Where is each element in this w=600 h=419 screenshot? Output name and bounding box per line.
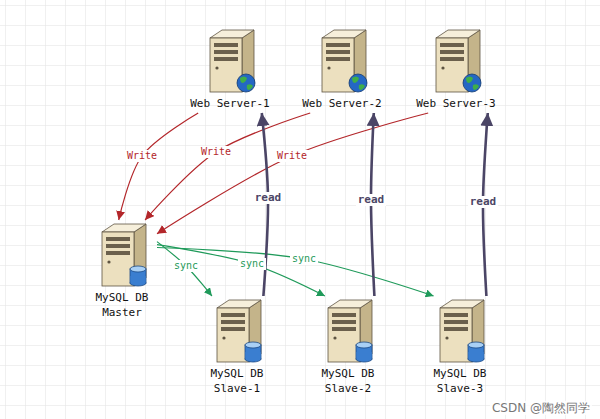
server-top bbox=[328, 300, 372, 308]
server-front bbox=[217, 308, 249, 362]
drive-slot bbox=[444, 320, 468, 324]
server-icon bbox=[209, 298, 265, 364]
db-cylinder-top bbox=[245, 342, 261, 348]
drive-slot bbox=[332, 327, 356, 331]
power-button bbox=[333, 336, 336, 339]
sync-label: sync bbox=[290, 253, 318, 265]
globe bbox=[237, 74, 255, 92]
drive-slot bbox=[326, 50, 350, 54]
drive-slot bbox=[221, 327, 245, 331]
sync-label: sync bbox=[238, 258, 266, 270]
globe bbox=[349, 74, 367, 92]
write-arrow bbox=[145, 113, 310, 220]
drive-slot bbox=[214, 50, 238, 54]
db-cylinder-fill bbox=[130, 276, 145, 283]
server-name: MySQL DB Master bbox=[89, 290, 155, 320]
drive-slot bbox=[106, 237, 130, 241]
watermark: CSDN @陶然同学 bbox=[490, 401, 592, 415]
drive-slot bbox=[440, 50, 464, 54]
write-arrow bbox=[119, 113, 198, 220]
drive-slot bbox=[214, 43, 238, 47]
server-top bbox=[322, 30, 366, 38]
drive-slot bbox=[444, 313, 468, 317]
drive-slot bbox=[440, 57, 464, 61]
power-button bbox=[327, 66, 330, 69]
globe-land bbox=[352, 77, 365, 91]
write-label: Write bbox=[199, 146, 233, 158]
drive-slot bbox=[440, 43, 464, 47]
database-server: MySQL DB Master bbox=[89, 222, 155, 320]
drive-slot bbox=[106, 251, 130, 255]
web-server: Web Server-1 bbox=[190, 28, 269, 111]
server-name: Web Server-1 bbox=[190, 96, 269, 111]
web-server: Web Server-3 bbox=[416, 28, 495, 111]
power-button bbox=[222, 336, 225, 339]
server-name: MySQL DB Slave-3 bbox=[427, 366, 493, 396]
database-server: MySQL DB Slave-2 bbox=[315, 298, 381, 396]
globe-land bbox=[466, 77, 479, 91]
drive-slot bbox=[332, 313, 356, 317]
server-top bbox=[436, 30, 480, 38]
db-cylinder-fill bbox=[245, 352, 260, 359]
drive-slot bbox=[214, 57, 238, 61]
server-name: Web Server-2 bbox=[302, 96, 381, 111]
read-label: read bbox=[468, 196, 499, 208]
server-icon bbox=[94, 222, 150, 288]
server-front bbox=[440, 308, 472, 362]
drive-slot bbox=[106, 244, 130, 248]
server-name: Web Server-3 bbox=[416, 96, 495, 111]
server-front bbox=[102, 232, 134, 286]
read-label: read bbox=[356, 194, 387, 206]
drive-slot bbox=[332, 320, 356, 324]
sync-label: sync bbox=[172, 260, 200, 272]
db-cylinder-top bbox=[356, 342, 372, 348]
write-label: Write bbox=[275, 150, 309, 162]
write-label: Write bbox=[125, 150, 159, 162]
globe-land bbox=[240, 77, 253, 91]
drive-slot bbox=[444, 327, 468, 331]
sync-arrow bbox=[157, 247, 434, 296]
drive-slot bbox=[326, 57, 350, 61]
drive-slot bbox=[221, 313, 245, 317]
db-cylinder-top bbox=[130, 266, 146, 272]
server-front bbox=[328, 308, 360, 362]
power-button bbox=[445, 336, 448, 339]
server-top bbox=[440, 300, 484, 308]
db-cylinder-fill bbox=[468, 352, 483, 359]
server-top bbox=[102, 224, 146, 232]
power-button bbox=[215, 66, 218, 69]
server-icon bbox=[202, 28, 258, 94]
read-label: read bbox=[253, 192, 284, 204]
power-button bbox=[107, 260, 110, 263]
server-name: MySQL DB Slave-1 bbox=[204, 366, 270, 396]
database-server: MySQL DB Slave-1 bbox=[204, 298, 270, 396]
globe bbox=[463, 74, 481, 92]
server-icon bbox=[428, 28, 484, 94]
db-cylinder-fill bbox=[356, 352, 371, 359]
power-button bbox=[441, 66, 444, 69]
server-icon bbox=[320, 298, 376, 364]
database-server: MySQL DB Slave-3 bbox=[427, 298, 493, 396]
drive-slot bbox=[326, 43, 350, 47]
write-arrow bbox=[157, 113, 428, 234]
server-icon bbox=[314, 28, 370, 94]
server-name: MySQL DB Slave-2 bbox=[315, 366, 381, 396]
server-top bbox=[217, 300, 261, 308]
server-top bbox=[210, 30, 254, 38]
server-icon bbox=[432, 298, 488, 364]
web-server: Web Server-2 bbox=[302, 28, 381, 111]
db-cylinder-top bbox=[468, 342, 484, 348]
drive-slot bbox=[221, 320, 245, 324]
